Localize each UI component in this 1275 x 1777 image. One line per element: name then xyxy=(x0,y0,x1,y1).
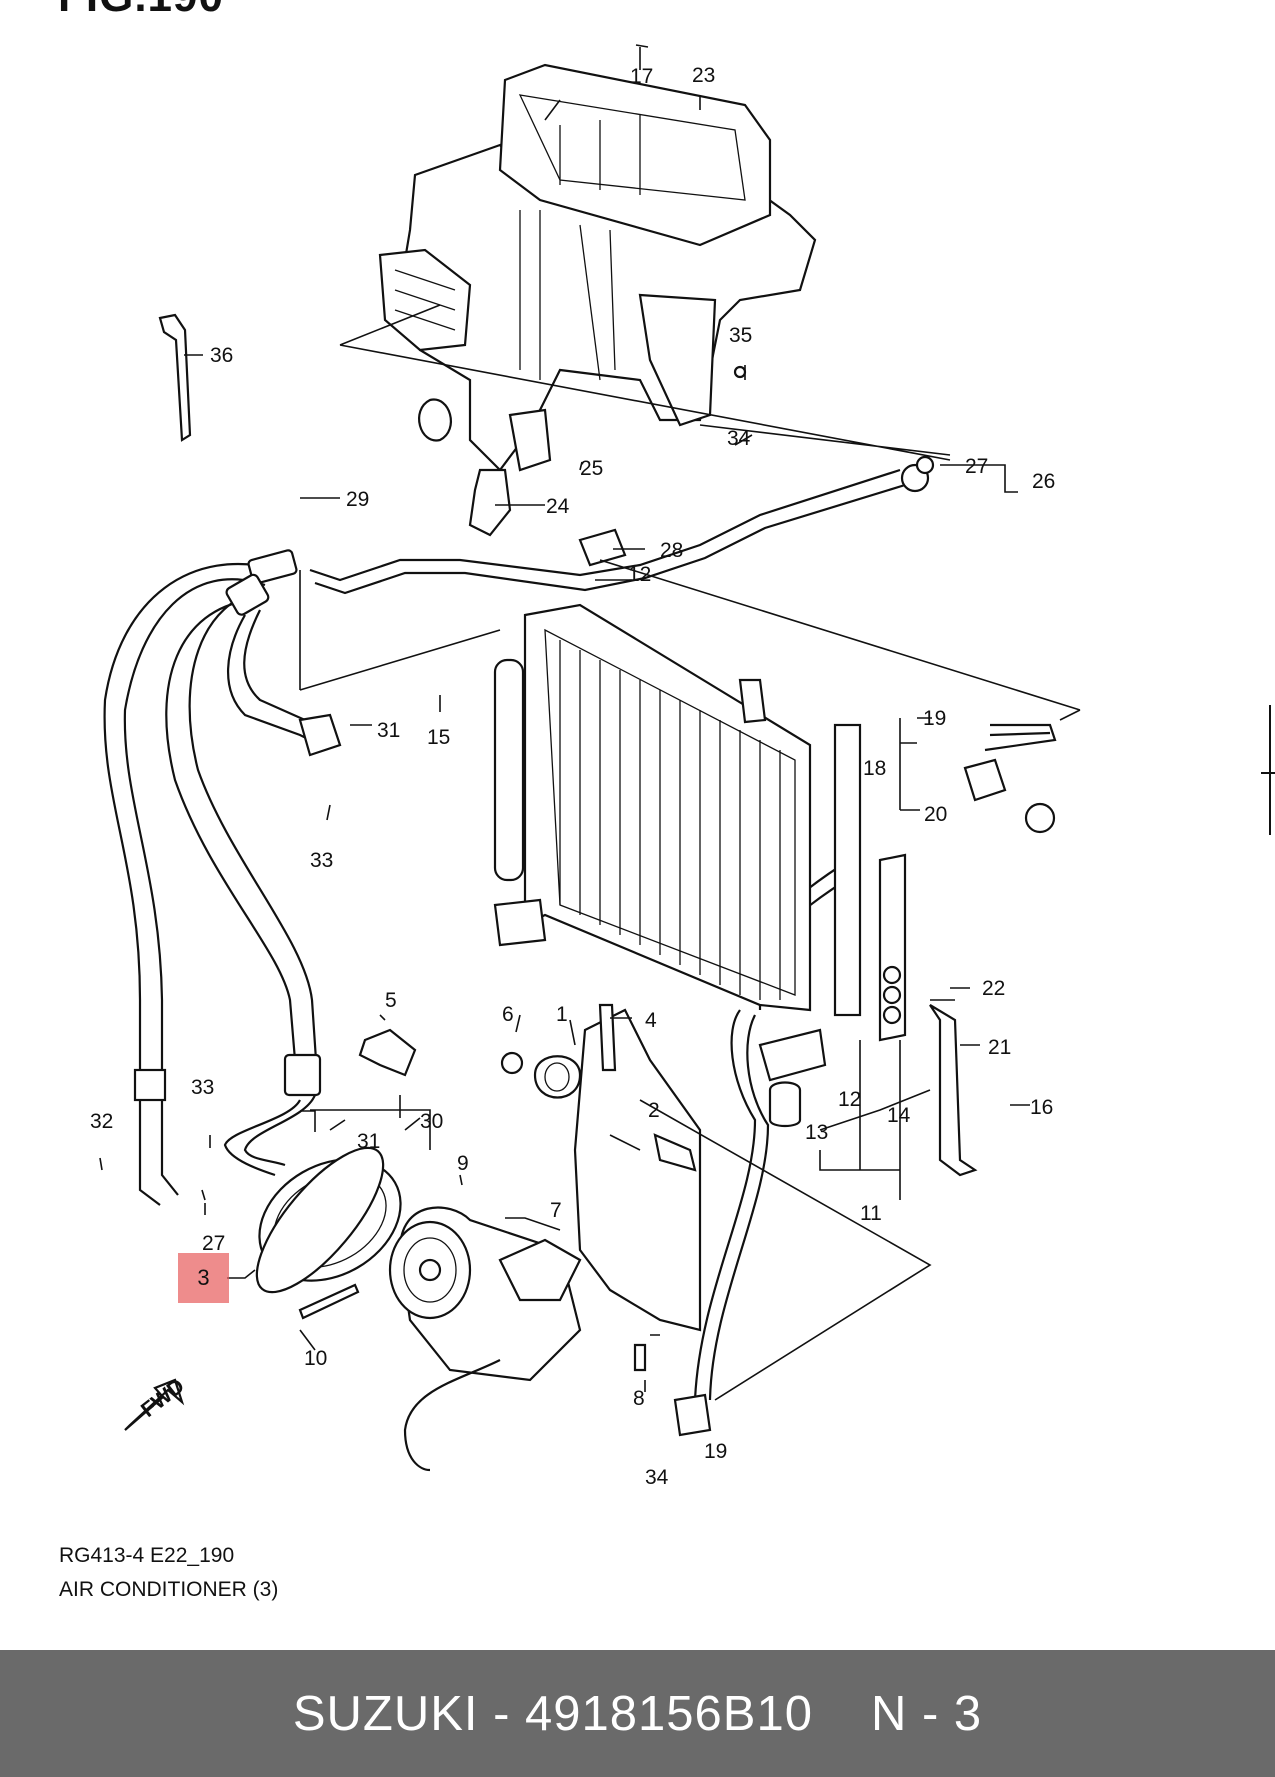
condenser xyxy=(493,603,812,1012)
fwd-label: FWD xyxy=(137,1374,189,1422)
clip-28 xyxy=(578,528,627,567)
callout-22: 22 xyxy=(982,977,1005,1000)
callout-30: 30 xyxy=(420,1110,443,1133)
callout-29: 29 xyxy=(346,488,369,511)
callout-25: 25 xyxy=(580,457,603,480)
callout-labels: 17 23 36 35 34 25 27 26 29 24 28 12 31 1… xyxy=(90,64,1055,1489)
cable-tie-36 xyxy=(158,313,192,442)
bracket-21 xyxy=(929,1004,978,1177)
edge-tick xyxy=(1261,772,1275,774)
callout-34-bottom: 34 xyxy=(645,1466,669,1489)
highlighted-part-marker xyxy=(178,1253,229,1303)
diagram-code: RG413-4 E22_190 xyxy=(59,1544,235,1567)
highlighted-part-label: 3 xyxy=(197,1265,210,1290)
callout-9: 9 xyxy=(457,1152,469,1175)
callout-27-top: 27 xyxy=(965,455,988,478)
parts-diagram: FWD 17 23 36 35 34 25 27 26 29 24 28 12 … xyxy=(90,44,1081,1489)
fwd-arrow-icon: FWD xyxy=(124,1374,189,1431)
callout-33-bottom: 33 xyxy=(191,1076,214,1099)
diagram-caption: AIR CONDITIONER (3) xyxy=(59,1578,279,1601)
bracket-24 xyxy=(468,468,512,537)
callout-7: 7 xyxy=(550,1199,562,1222)
footer-bar: SUZUKI - 4918156B10 N - 3 xyxy=(0,1650,1275,1777)
callout-27-bottom: 27 xyxy=(202,1232,225,1255)
fitting-5 xyxy=(358,1028,417,1077)
callout-17: 17 xyxy=(630,65,653,88)
bolt-10 xyxy=(298,1283,360,1320)
desiccant-12 xyxy=(833,723,862,1017)
evaporator-housing xyxy=(378,63,817,472)
bolt-4 xyxy=(598,1003,617,1072)
leader-line xyxy=(339,304,951,461)
callout-4: 4 xyxy=(645,1009,657,1032)
footer-quantity: N - 3 xyxy=(871,1686,983,1741)
callout-1: 1 xyxy=(556,1003,568,1026)
figure-title: FIG.190 xyxy=(58,0,224,22)
callout-15: 15 xyxy=(427,726,450,749)
drive-belt-3 xyxy=(255,1146,385,1294)
callout-12-top: 12 xyxy=(628,563,651,586)
callout-13: 13 xyxy=(805,1121,828,1144)
edge-mark xyxy=(1269,705,1275,835)
refrigerant-pipes xyxy=(103,455,1057,1437)
callout-31-top: 31 xyxy=(377,719,400,742)
callout-23: 23 xyxy=(692,64,715,87)
callout-6: 6 xyxy=(502,1003,514,1026)
callout-2: 2 xyxy=(648,1099,660,1122)
callout-34-top: 34 xyxy=(727,427,751,450)
callout-14: 14 xyxy=(887,1104,911,1127)
callout-12-bottom: 12 xyxy=(838,1088,861,1111)
callout-36: 36 xyxy=(210,344,233,367)
callout-21: 21 xyxy=(988,1036,1011,1059)
footer-part-number: SUZUKI - 4918156B10 xyxy=(292,1686,813,1741)
callout-11: 11 xyxy=(860,1202,882,1225)
callout-32: 32 xyxy=(90,1110,113,1133)
callout-28: 28 xyxy=(660,539,683,562)
callout-20: 20 xyxy=(924,803,947,826)
callout-26: 26 xyxy=(1032,470,1055,493)
callout-33-left: 33 xyxy=(310,849,333,872)
callout-10: 10 xyxy=(304,1347,327,1370)
callout-5: 5 xyxy=(385,989,397,1012)
callout-18: 18 xyxy=(863,757,886,780)
callout-19-top: 19 xyxy=(923,707,946,730)
callout-31-bottom: 31 xyxy=(357,1130,380,1153)
callout-35: 35 xyxy=(729,324,752,347)
callout-19-bottom: 19 xyxy=(704,1440,727,1463)
callout-24: 24 xyxy=(546,495,570,518)
callout-16: 16 xyxy=(1030,1096,1053,1119)
callout-8: 8 xyxy=(633,1387,645,1410)
